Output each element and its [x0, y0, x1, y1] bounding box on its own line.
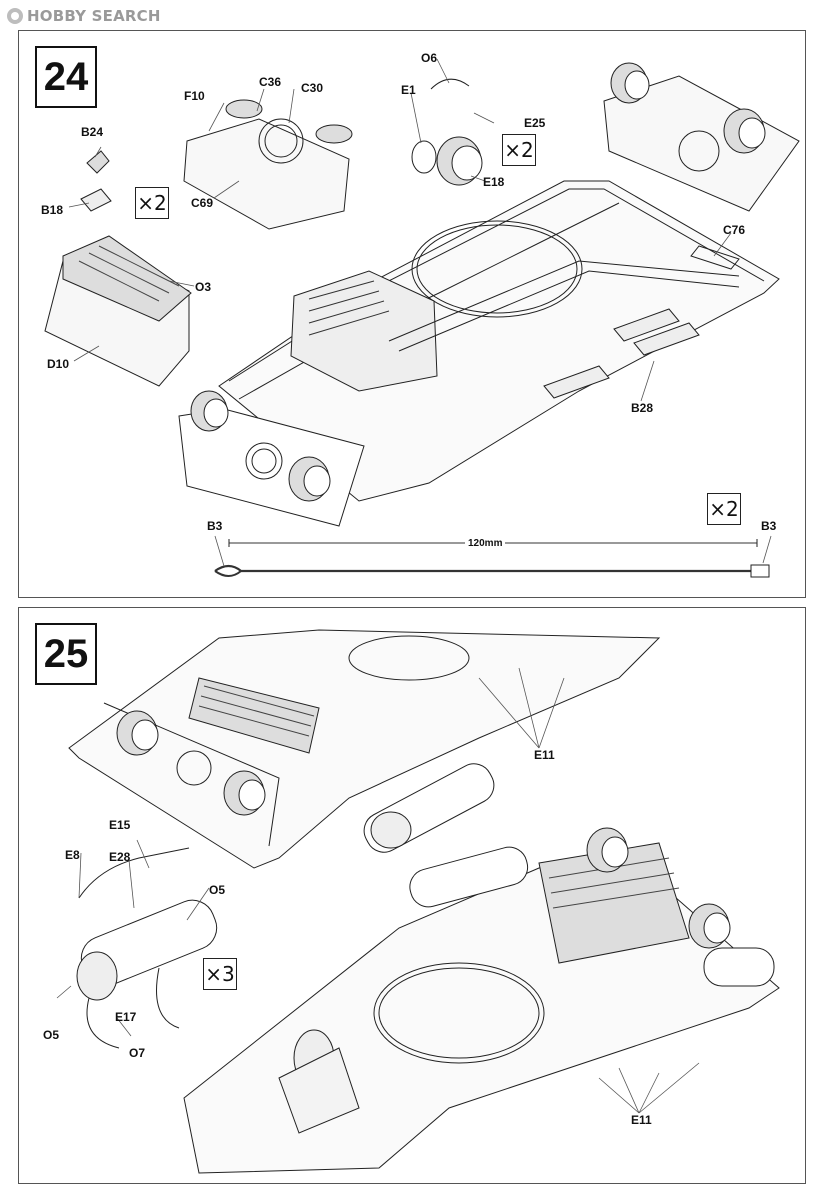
step-24-drawing — [44, 58, 800, 578]
part-label-e11-top: E11 — [534, 748, 555, 762]
part-label-e8: E8 — [65, 848, 80, 862]
part-label-o5-right: O5 — [209, 883, 226, 897]
part-label-c76: C76 — [723, 223, 746, 237]
part-label-f10: F10 — [184, 89, 205, 103]
part-label-e18: E18 — [483, 175, 505, 189]
part-label-o3: O3 — [195, 280, 212, 294]
part-label-e17: E17 — [115, 1010, 137, 1024]
part-label-e15: E15 — [109, 818, 131, 832]
part-label-c36: C36 — [259, 75, 282, 89]
part-label-e25: E25 — [524, 116, 546, 130]
watermark-logo: HOBBY SEARCH — [6, 6, 161, 26]
part-label-b24: B24 — [81, 125, 104, 139]
part-label-b3-left: B3 — [207, 519, 223, 533]
quantity-badge-fuel-tank: ×3 — [203, 958, 237, 990]
part-label-d10: D10 — [47, 357, 70, 371]
part-label-e28: E28 — [109, 850, 131, 864]
part-label-o5-left: O5 — [43, 1028, 60, 1042]
quantity-badge-e18: ×2 — [502, 134, 536, 166]
part-label-o6: O6 — [421, 51, 438, 65]
hobby-search-logo-icon — [7, 8, 23, 24]
step-24-number: 24 — [35, 46, 97, 108]
part-label-b18: B18 — [41, 203, 64, 217]
part-label-e1: E1 — [401, 83, 416, 97]
part-label-e11-bottom: E11 — [631, 1113, 652, 1127]
step-25-panel: 25 — [18, 607, 806, 1184]
part-label-c30: C30 — [301, 81, 324, 95]
part-label-b3-right: B3 — [761, 519, 777, 533]
part-label-o7: O7 — [129, 1046, 146, 1060]
step-25-number: 25 — [35, 623, 97, 685]
cable-length-dimension: 120mm — [465, 538, 506, 549]
part-label-b28: B28 — [631, 401, 654, 415]
step-24-panel: 24 — [18, 30, 806, 598]
part-label-c69: C69 — [191, 196, 214, 210]
quantity-badge-tail-light: ×2 — [135, 187, 169, 219]
quantity-badge-cable: ×2 — [707, 493, 741, 525]
step-25-drawing — [56, 629, 780, 1174]
watermark-text: HOBBY SEARCH — [27, 7, 161, 25]
